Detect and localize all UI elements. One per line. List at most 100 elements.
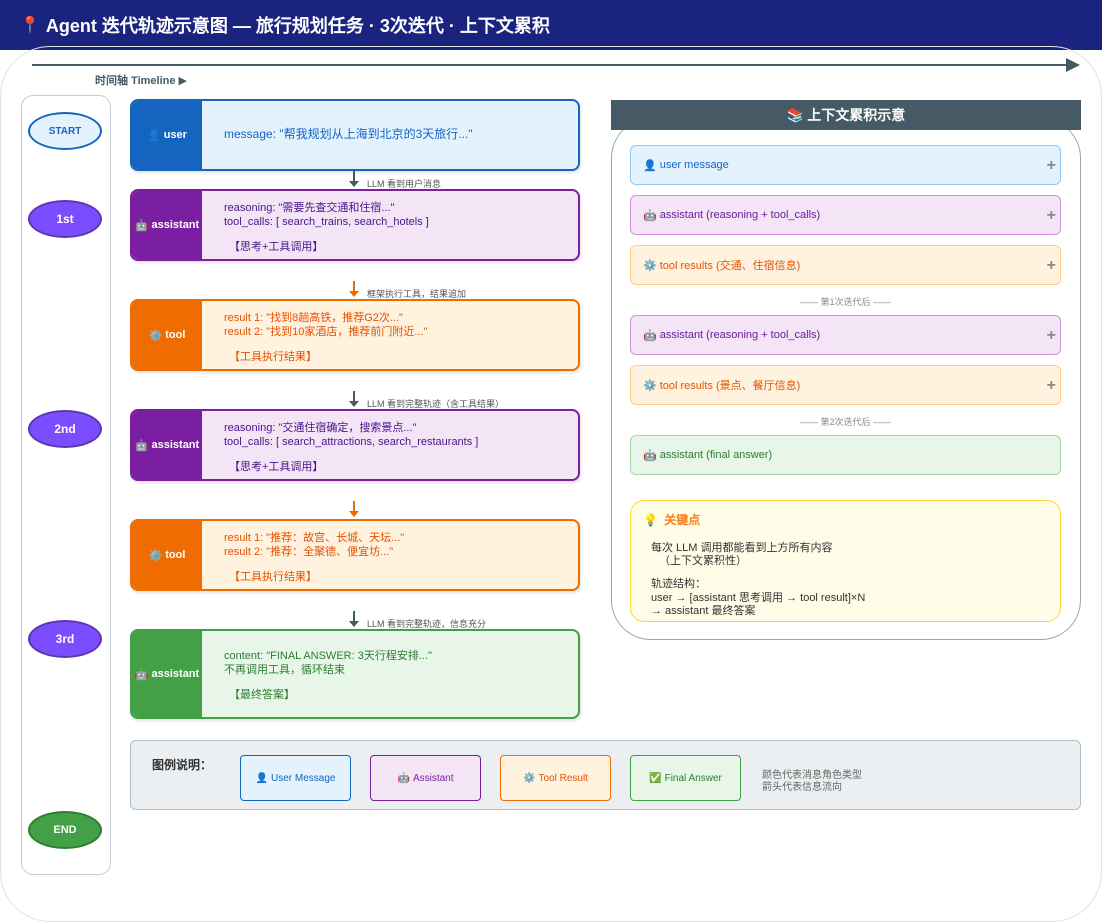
plus-icon: + xyxy=(1046,257,1056,274)
robot-icon: 🤖 xyxy=(643,329,657,342)
key-points-title: 💡 关键点 xyxy=(643,511,1060,528)
context-item-tool: ⚙️ tool results (景点、餐厅信息) + xyxy=(630,365,1061,405)
role-name: tool xyxy=(165,329,186,341)
gear-icon: ⚙️ xyxy=(523,772,536,784)
key-point-line: 每次 LLM 调用都能看到上方所有内容 xyxy=(651,542,833,554)
message-body: result 1: "推荐：故宫、长城、天坛..." result 2: "推荐… xyxy=(202,521,578,589)
legend-note-line: 箭头代表信息流向 xyxy=(762,782,842,793)
robot-icon: 🤖 xyxy=(643,449,657,462)
role-name: assistant xyxy=(151,668,200,680)
legend-note: 颜色代表消息角色类型 箭头代表信息流向 xyxy=(762,770,862,794)
iteration-separator: —— 第1次迭代后 —— xyxy=(799,297,891,307)
message-body: message: "帮我规划从上海到北京的3天旅行..." xyxy=(202,101,578,169)
timeline-label: 时间轴 Timeline ▶ xyxy=(95,75,187,87)
page-header: 📍 Agent 迭代轨迹示意图 — 旅行规划任务 · 3次迭代 · 上下文累积 xyxy=(0,0,1102,50)
message-line: result 2: "推荐：全聚德、便宜坊..." xyxy=(224,546,394,559)
timeline-axis xyxy=(32,64,1078,66)
key-points-title-text: 关键点 xyxy=(664,513,701,527)
message-line: tool_calls: [ search_trains, search_hote… xyxy=(224,216,429,229)
context-item-assistant: 🤖 assistant (reasoning + tool_calls) + xyxy=(630,315,1061,355)
context-title-text: 上下文累积示意 xyxy=(807,107,906,123)
robot-icon: 🤖 xyxy=(134,219,149,232)
message-card-assistant-2: 🤖 assistant reasoning: "交通住宿确定，搜索景点..." … xyxy=(130,409,580,481)
timeline-arrow-icon xyxy=(1066,58,1080,72)
message-line: reasoning: "交通住宿确定，搜索景点..." xyxy=(224,422,417,434)
context-panel-title: 📚 上下文累积示意 xyxy=(611,100,1081,130)
message-line: result 1: "推荐：故宫、长城、天坛..." xyxy=(224,532,405,544)
arrow-down-icon xyxy=(349,401,359,407)
stage-start: START xyxy=(28,112,102,150)
key-point-line: user → [assistant 思考调用 → tool result]×N xyxy=(651,591,866,604)
gear-icon: ⚙️ xyxy=(643,379,657,392)
page-title: Agent 迭代轨迹示意图 — 旅行规划任务 · 3次迭代 · 上下文累积 xyxy=(45,16,550,36)
legend-label: User Message xyxy=(270,772,336,784)
context-item-assistant: 🤖 assistant (reasoning + tool_calls) + xyxy=(630,195,1061,235)
plus-icon: + xyxy=(1046,327,1056,344)
arrow-connector xyxy=(353,281,355,291)
message-tag: 【思考+工具调用】 xyxy=(229,460,324,473)
robot-icon: 🤖 xyxy=(397,772,410,784)
context-item-final: 🤖 assistant (final answer) xyxy=(630,435,1061,475)
message-tag: 【思考+工具调用】 xyxy=(229,240,324,253)
user-icon: 👤 xyxy=(147,129,161,142)
connector-label: LLM 看到用户消息 xyxy=(367,179,442,189)
role-label-assistant: 🤖 assistant xyxy=(132,411,202,479)
arrow-connector xyxy=(353,501,355,511)
message-line: 不再调用工具，循环结束 xyxy=(224,664,345,677)
stage-end: END xyxy=(28,811,102,849)
legend-label: Final Answer xyxy=(664,772,722,784)
context-item-label: tool results (景点、餐厅信息) xyxy=(659,380,801,392)
context-item-user: 👤 user message + xyxy=(630,145,1061,185)
arrow-connector xyxy=(353,611,355,621)
connector-label: 框架执行工具，结果追加 xyxy=(367,289,467,299)
check-icon: ✅ xyxy=(649,772,662,784)
plus-icon: + xyxy=(1046,377,1056,394)
legend-user-message: 👤 User Message xyxy=(240,755,351,801)
message-card-assistant-1: 🤖 assistant reasoning: "需要先查交通和住宿..." to… xyxy=(130,189,580,261)
legend-note-line: 颜色代表消息角色类型 xyxy=(762,770,862,781)
role-name: user xyxy=(163,129,187,141)
context-item-tool: ⚙️ tool results (交通、住宿信息) + xyxy=(630,245,1061,285)
connector-label: LLM 看到完整轨迹（含工具结果） xyxy=(367,399,505,409)
arrow-connector xyxy=(353,171,355,181)
user-icon: 👤 xyxy=(643,159,657,172)
role-name: assistant xyxy=(151,439,200,451)
context-item-label: tool results (交通、住宿信息) xyxy=(659,260,801,272)
robot-icon: 🤖 xyxy=(643,209,657,222)
role-label-assistant: 🤖 assistant xyxy=(132,631,202,717)
message-card-final-answer: 🤖 assistant content: "FINAL ANSWER: 3天行程… xyxy=(130,629,580,719)
stage-iteration-1: 1st xyxy=(28,200,102,238)
gear-icon: ⚙️ xyxy=(148,549,163,562)
message-line: result 1: "找到8趟高铁，推荐G2次..." xyxy=(224,312,403,324)
legend-assistant: 🤖 Assistant xyxy=(370,755,481,801)
message-line: content: "FINAL ANSWER: 3天行程安排..." xyxy=(224,650,432,662)
key-points-body: 每次 LLM 调用都能看到上方所有内容 （上下文累积性） 轨迹结构： user … xyxy=(643,542,1060,618)
role-name: tool xyxy=(165,549,186,561)
books-icon: 📚 xyxy=(786,106,805,123)
message-tag: 【最终答案】 xyxy=(229,688,295,701)
user-icon: 👤 xyxy=(255,772,268,784)
arrow-connector xyxy=(353,391,355,401)
message-line: message: "帮我规划从上海到北京的3天旅行..." xyxy=(224,127,473,142)
arrow-down-icon xyxy=(349,181,359,187)
message-card-user: 👤 user message: "帮我规划从上海到北京的3天旅行..." xyxy=(130,99,580,171)
message-tag: 【工具执行结果】 xyxy=(229,350,317,363)
context-item-label: assistant (reasoning + tool_calls) xyxy=(659,329,821,341)
message-tag: 【工具执行结果】 xyxy=(229,570,317,583)
legend-label: Assistant xyxy=(412,772,454,784)
robot-icon: 🤖 xyxy=(134,439,149,452)
arrow-down-icon xyxy=(349,621,359,627)
role-label-user: 👤 user xyxy=(132,101,202,169)
gear-icon: ⚙️ xyxy=(148,329,163,342)
iteration-separator: —— 第2次迭代后 —— xyxy=(799,417,891,427)
gear-icon: ⚙️ xyxy=(643,259,657,272)
plus-icon: + xyxy=(1046,157,1056,174)
message-line: reasoning: "需要先查交通和住宿..." xyxy=(224,202,395,214)
legend-final-answer: ✅ Final Answer xyxy=(630,755,741,801)
robot-icon: 🤖 xyxy=(134,668,149,681)
pin-icon: 📍 xyxy=(20,17,40,34)
key-point-line: （上下文累积性） xyxy=(659,555,747,568)
key-point-line: 轨迹结构： xyxy=(651,578,706,591)
arrow-down-icon xyxy=(349,291,359,297)
message-line: result 2: "找到10家酒店，推荐前门附近..." xyxy=(224,326,428,339)
